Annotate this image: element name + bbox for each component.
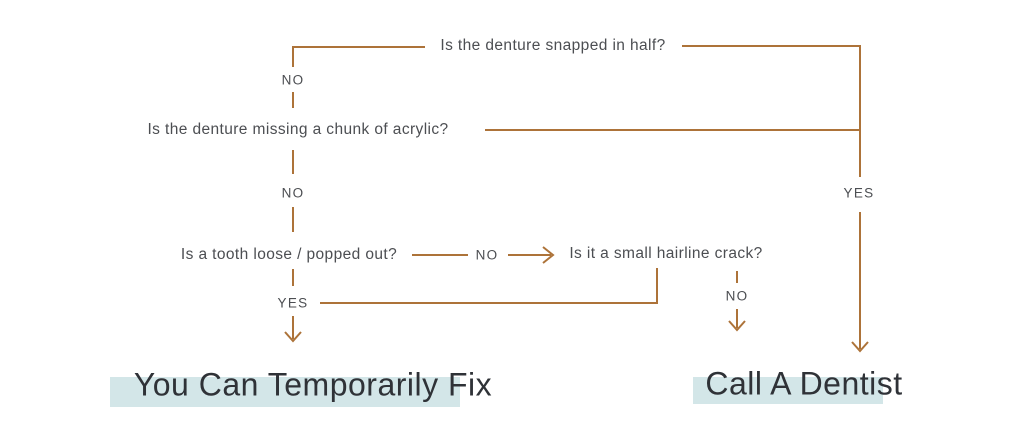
arrowhead-yes-to-fix (284, 331, 302, 343)
arrowhead-no-to-dentist (728, 320, 746, 332)
label-no-missing-chunk: NO (281, 185, 305, 201)
result-temporarily-fix: You Can Temporarily Fix (133, 366, 493, 403)
arrowhead-yes-to-dentist (851, 341, 869, 353)
arrowhead-no-to-hairline (542, 246, 555, 264)
connector-snapped-to-no (292, 46, 425, 67)
label-no-snapped: NO (281, 72, 305, 88)
question-missing-chunk: Is the denture missing a chunk of acryli… (147, 121, 449, 138)
label-no-tooth-loose: NO (475, 247, 499, 263)
question-hairline-crack: Is it a small hairline crack? (569, 245, 763, 262)
connector-hairline-to-yes (320, 268, 658, 304)
label-yes-tooth-loose: YES (277, 295, 309, 311)
highlight-call-a-dentist (693, 377, 883, 404)
result-call-a-dentist: Call A Dentist (705, 365, 903, 402)
label-yes-right: YES (843, 185, 875, 201)
connector-snapped-to-yes (682, 45, 861, 177)
question-snapped-in-half: Is the denture snapped in half? (440, 37, 666, 54)
highlight-temporarily-fix (110, 377, 460, 407)
question-tooth-loose: Is a tooth loose / popped out? (180, 246, 398, 263)
label-no-hairline-crack: NO (725, 288, 749, 304)
